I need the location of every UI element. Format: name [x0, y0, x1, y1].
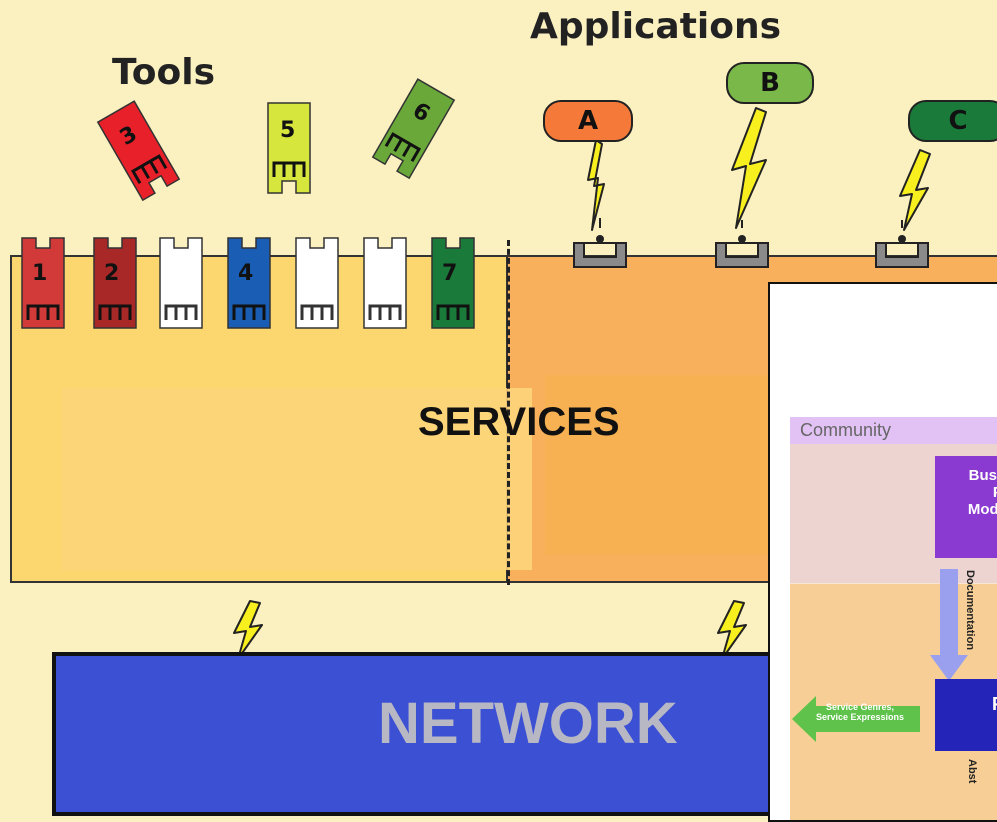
floating-tool-5: 5: [267, 102, 311, 194]
svg-text:5: 5: [280, 118, 295, 143]
process-box: [935, 679, 997, 751]
tool-slot-2: 2: [93, 237, 137, 329]
tool-slot-5: [295, 237, 339, 329]
network-bolts: [233, 600, 747, 660]
services-label: SERVICES: [418, 400, 620, 444]
community-label: Community: [800, 420, 892, 440]
applications-heading: Applications: [530, 6, 782, 47]
f-label: F: [992, 694, 997, 715]
services-divider: [507, 240, 510, 585]
floating-tool-3: 3: [96, 100, 181, 202]
abst-label: Abst: [966, 759, 978, 784]
svg-text:7: 7: [442, 261, 457, 286]
tool-slot-6: [363, 237, 407, 329]
services-highlight-left: [62, 388, 532, 570]
documentation-label: Documentation: [964, 570, 976, 651]
network-label: NETWORK: [378, 691, 678, 756]
floating-tools: 3 5 6: [96, 78, 456, 202]
svg-text:4: 4: [238, 261, 253, 286]
genres-label: Service Genres, Service Expressions: [816, 702, 905, 722]
svg-text:1: 1: [32, 261, 47, 286]
business-label: Busir Pl Mode: [967, 467, 997, 518]
bolt-c-icon: [899, 149, 931, 231]
services-highlight-right: [545, 375, 770, 555]
application-c-bubble: C: [908, 100, 997, 142]
tool-slot-4: 4: [227, 237, 271, 329]
inset-diagram: Community Busir Pl Mode Documentation F …: [768, 282, 997, 822]
tools-heading: Tools: [112, 52, 216, 93]
bolt-b-icon: [731, 107, 767, 229]
application-bolts: [587, 107, 931, 231]
tool-slot-3: [159, 237, 203, 329]
application-sockets: [573, 235, 929, 268]
documentation-arrow-icon: [930, 569, 968, 681]
application-a-bubble: A: [543, 100, 633, 142]
svg-text:2: 2: [104, 261, 119, 286]
genres-arrow-icon: [792, 696, 920, 742]
tool-slot-1: 1: [21, 237, 65, 329]
floating-tool-6: 6: [371, 78, 456, 180]
application-b-bubble: B: [726, 62, 814, 104]
bolt-a-icon: [587, 139, 605, 231]
tool-slots: 1 2 4 7: [21, 237, 475, 329]
business-box: [935, 456, 997, 558]
tool-slot-7: 7: [431, 237, 475, 329]
